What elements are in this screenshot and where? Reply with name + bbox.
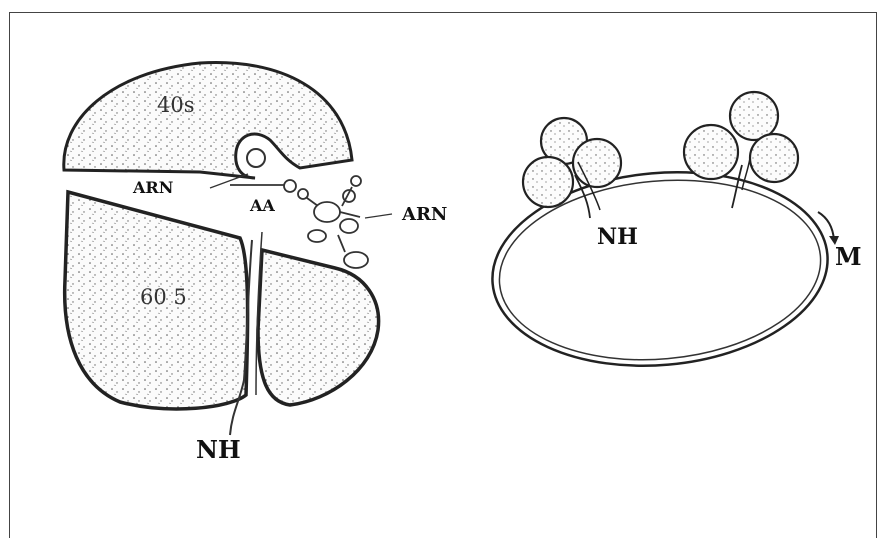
trna-structure	[230, 176, 392, 268]
large-subunit-right-lobe	[258, 250, 379, 405]
label-60s: 60 5	[140, 287, 187, 308]
m-arrow	[818, 212, 834, 240]
label-40s: 40s	[157, 95, 195, 116]
label-arn-right: ARN	[402, 206, 447, 224]
ribosome-cluster-2	[684, 92, 798, 208]
label-nh-left: NH	[196, 438, 241, 462]
label-arn-left: ARN	[133, 180, 173, 196]
label-nh-right: NH	[597, 226, 638, 248]
trna-site-circle	[247, 149, 265, 167]
small-subunit-shape	[64, 62, 352, 178]
label-m: M	[835, 245, 862, 269]
label-aa: AA	[250, 198, 275, 214]
ribosome-cluster-1	[523, 118, 621, 218]
